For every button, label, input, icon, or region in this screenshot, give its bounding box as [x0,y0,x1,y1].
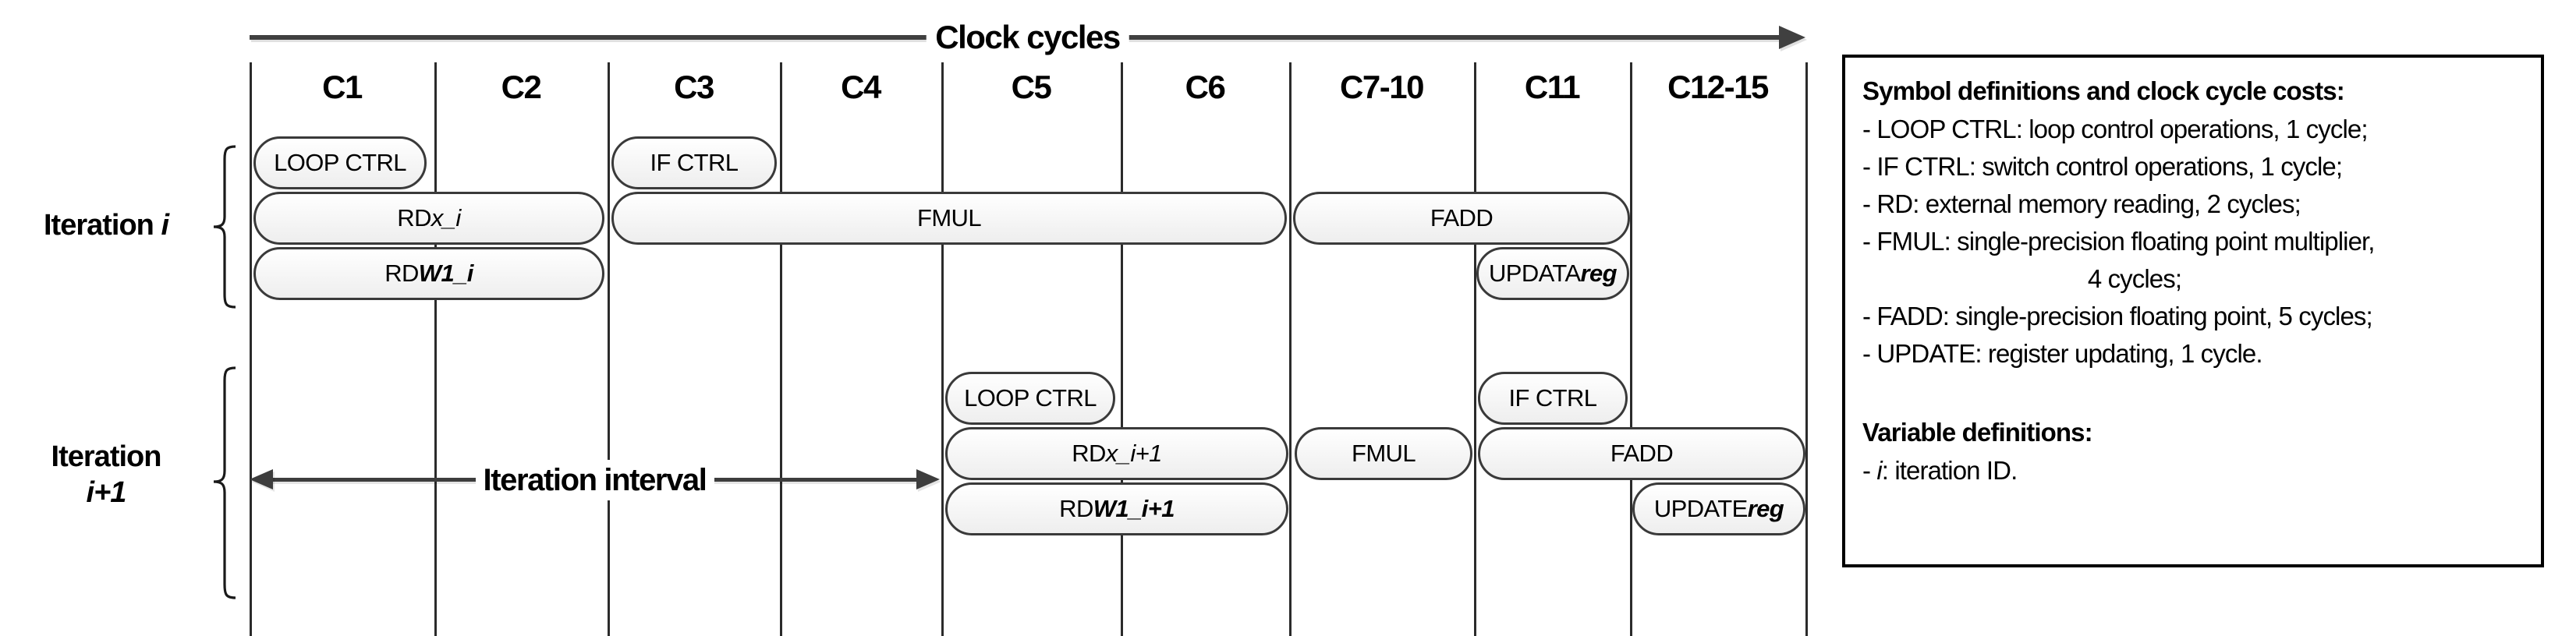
block-label-plain: RD [1072,440,1106,467]
iteration-i1-label: Iteration i+1 [8,439,204,511]
column-header-c5: C5 [1011,69,1052,105]
clock-axis-arrowhead-icon [1779,26,1805,49]
iteration-interval-arrow: Iteration interval [250,460,940,500]
clock-cycles-axis: Clock cycles [250,17,1805,58]
iteration-i1-label-text: Iteration [51,440,162,473]
iteration-interval-label: Iteration interval [475,460,714,500]
legend-item-variable: i [1876,456,1882,485]
block-iteration-i1-if-ctrl[interactable]: IF CTRL [1478,372,1628,425]
block-iteration-i1-update-reg[interactable]: UPDATE reg [1632,482,1805,535]
gridline-5 [1121,62,1123,636]
block-iteration-i-fadd[interactable]: FADD [1293,192,1630,245]
column-header-c3: C3 [674,69,714,105]
column-header-c1: C1 [322,69,363,105]
block-iteration-i1-fmul[interactable]: FMUL [1295,427,1472,480]
block-label: FMUL [1352,440,1416,467]
block-label: FMUL [917,204,982,231]
legend-item-if-ctrl: - IF CTRL: switch control operations, 1 … [1862,152,2343,181]
block-label-variable: x_i [431,204,461,231]
block-label-plain: RD [384,260,419,287]
column-header-c12-15: C12-15 [1667,69,1769,105]
gridline-9 [1805,62,1808,636]
iteration-i-label: Iteration i [8,207,204,243]
legend-item-fmul: - FMUL: single-precision floating point … [1862,227,2375,256]
block-iteration-i-fmul[interactable]: FMUL [611,192,1287,245]
block-iteration-i-rd-x[interactable]: RD x_i [253,192,604,245]
block-label-variable: x_i+1 [1105,440,1163,467]
legend-item-update: - UPDATE: register updating, 1 cycle. [1862,339,2263,368]
block-iteration-i-loop-ctrl[interactable]: LOOP CTRL [253,136,427,189]
block-iteration-i-if-ctrl[interactable]: IF CTRL [611,136,777,189]
column-header-c2: C2 [501,69,542,105]
gridline-4 [941,62,944,636]
gridline-1 [434,62,437,636]
block-label-variable: reg [1580,260,1618,287]
gridline-8 [1630,62,1632,636]
block-iteration-i1-fadd[interactable]: FADD [1478,427,1805,480]
legend-item-prefix: - [1862,456,1877,485]
block-label: FADD [1430,204,1494,231]
block-label: LOOP CTRL [274,149,406,176]
column-header-c4: C4 [841,69,881,105]
iteration-i-label-text: Iteration [43,209,154,242]
column-header-c6: C6 [1185,69,1226,105]
block-label-plain: RD [397,204,431,231]
block-label-variable: W1_i [418,260,474,287]
iteration-i-label-index: i [161,209,169,242]
legend-panel: Symbol definitions and clock cycle costs… [1842,55,2544,567]
column-header-c7-10: C7-10 [1340,69,1424,105]
block-label-plain: UPDATA [1489,260,1581,287]
block-iteration-i1-rd-w1[interactable]: RD W1_i+1 [945,482,1288,535]
block-label: IF CTRL [650,149,739,176]
legend-spacer [1862,373,2524,413]
block-label: LOOP CTRL [964,384,1097,412]
block-label-variable: W1_i+1 [1093,495,1175,522]
block-label-plain: RD [1059,495,1093,522]
block-iteration-i-updata-reg[interactable]: UPDATA reg [1476,247,1629,300]
gridline-0 [250,62,252,636]
iteration-i-brace [212,145,236,309]
arrow-left-icon [250,469,273,489]
block-label-variable: reg [1747,495,1784,522]
legend-item-fadd: - FADD: single-precision floating point,… [1862,302,2373,330]
iteration-i1-label-index: i+1 [86,476,127,509]
block-label-plain: UPDATE [1653,495,1748,522]
legend-item-suffix: : iteration ID. [1881,456,2018,485]
block-label: IF CTRL [1508,384,1598,412]
legend-heading-symbols: Symbol definitions and clock cycle costs… [1862,76,2345,105]
legend-item-loop-ctrl: - LOOP CTRL: loop control operations, 1 … [1862,115,2369,143]
gridline-3 [780,62,782,636]
arrow-right-icon [916,469,940,489]
gridline-7 [1474,62,1476,636]
legend-heading-variables: Variable definitions: [1862,418,2093,447]
legend-item-fmul-cont: 4 cycles; [2087,264,2182,293]
block-label: FADD [1610,440,1674,467]
gridline-6 [1289,62,1292,636]
gridline-2 [608,62,610,636]
legend-item-iteration-id: - i: iteration ID. [1862,452,2524,489]
legend-item-rd: - RD: external memory reading, 2 cycles; [1862,189,2301,218]
block-iteration-i-rd-w1[interactable]: RD W1_i [253,247,604,300]
block-iteration-i1-loop-ctrl[interactable]: LOOP CTRL [945,372,1115,425]
iteration-i1-brace [212,366,236,600]
clock-axis-label: Clock cycles [926,17,1129,58]
column-header-c11: C11 [1524,69,1581,105]
block-iteration-i1-rd-x[interactable]: RD x_i+1 [945,427,1288,480]
